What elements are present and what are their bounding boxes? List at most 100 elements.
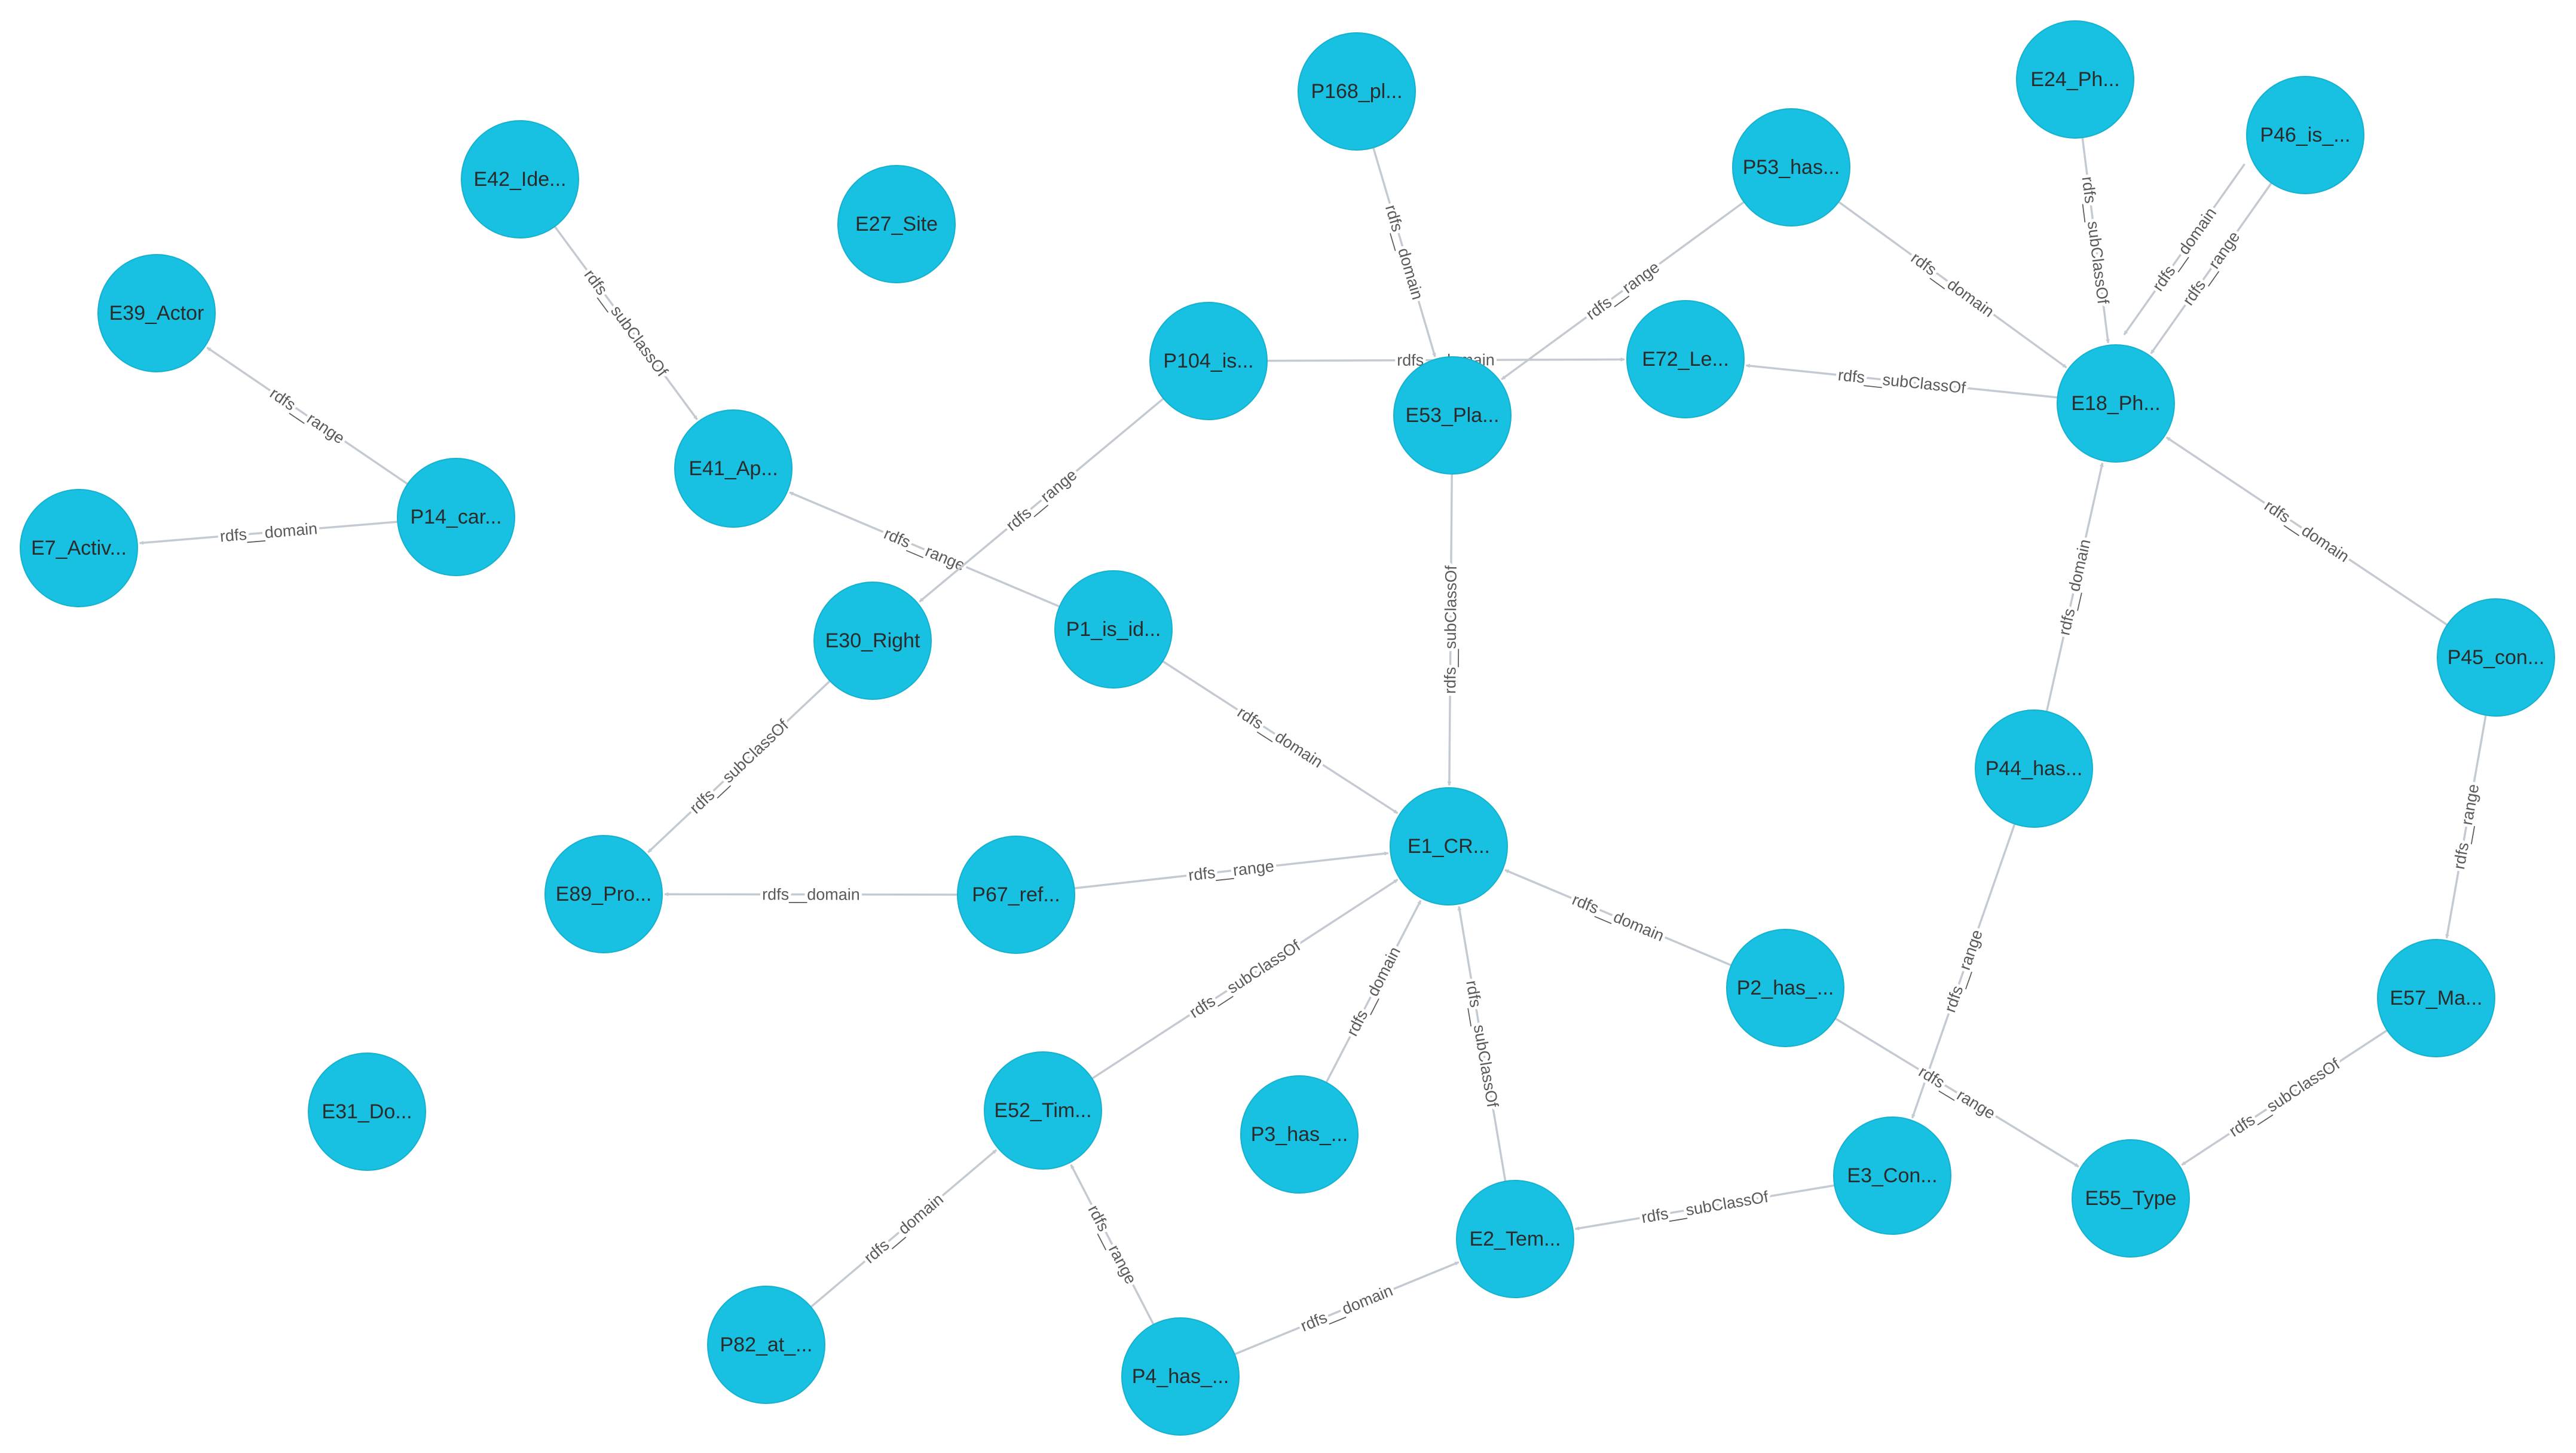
node-circle[interactable] (1240, 1075, 1359, 1194)
node-circle[interactable] (544, 835, 663, 953)
node-circle[interactable] (1149, 302, 1268, 420)
node-circle[interactable] (674, 409, 793, 528)
node-circle[interactable] (1298, 32, 1416, 151)
node-e42[interactable]: E42_Ide... (461, 120, 579, 238)
node-label: E2_Tem... (1469, 1228, 1561, 1250)
node-p45[interactable]: P45_con... (2437, 598, 2555, 717)
node-label: E55_Type (2085, 1187, 2176, 1210)
node-label: E7_Activ... (31, 537, 127, 559)
node-circle[interactable] (2057, 344, 2175, 463)
edge-line (1911, 823, 2016, 1119)
node-p104[interactable]: P104_is... (1149, 302, 1268, 420)
node-circle[interactable] (2072, 1139, 2190, 1258)
node-e18[interactable]: E18_Ph... (2057, 344, 2175, 463)
node-e72[interactable]: E72_Le... (1626, 300, 1745, 418)
node-p67[interactable]: P67_ref... (957, 836, 1075, 954)
edge-line (1234, 1261, 1460, 1356)
node-circle[interactable] (1732, 108, 1850, 227)
node-circle[interactable] (813, 582, 932, 700)
node-e39[interactable]: E39_Actor (97, 254, 216, 372)
edge-label: rdfs__domain (861, 1190, 947, 1267)
edge-line (647, 680, 831, 854)
node-e55[interactable]: E55_Type (2072, 1139, 2190, 1258)
node-circle[interactable] (97, 254, 216, 372)
edge-label-halo: rdfs__subClassOf (1441, 565, 1460, 694)
node-label: E41_Ap... (689, 457, 778, 480)
node-p14[interactable]: P14_car... (397, 458, 515, 576)
edge-line (1070, 1164, 1155, 1325)
node-e41[interactable]: E41_Ap... (674, 409, 793, 528)
node-circle[interactable] (837, 165, 956, 283)
node-circle[interactable] (1393, 356, 1512, 475)
node-p53[interactable]: P53_has... (1732, 108, 1850, 227)
node-p3[interactable]: P3_has_... (1240, 1075, 1359, 1194)
node-circle[interactable] (1833, 1116, 1951, 1235)
node-e24[interactable]: E24_Ph... (2016, 20, 2134, 139)
node-circle[interactable] (1390, 787, 1508, 906)
edge-line (2445, 715, 2487, 939)
node-p82[interactable]: P82_at_... (707, 1286, 825, 1404)
edge-label: rdfs__range (1188, 857, 1275, 885)
node-p168[interactable]: P168_pl... (1298, 32, 1416, 151)
edge-label: rdfs__subClassOf (686, 716, 792, 817)
edge-line (2165, 436, 2448, 626)
edge-line (664, 892, 958, 897)
node-circle[interactable] (20, 489, 138, 607)
node-e89[interactable]: E89_Pro... (544, 835, 663, 953)
node-circle[interactable] (397, 458, 515, 576)
node-circle[interactable] (1726, 929, 1844, 1047)
node-p44[interactable]: P44_has... (1975, 709, 2093, 828)
node-circle[interactable] (1456, 1180, 1574, 1298)
node-label: P82_at_... (720, 1333, 812, 1356)
edge-label: rdfs__domain (1234, 703, 1326, 771)
edge-line (1504, 868, 1732, 966)
node-p46[interactable]: P46_is_... (2246, 76, 2364, 194)
node-circle[interactable] (1975, 709, 2093, 828)
node-circle[interactable] (2246, 76, 2364, 194)
node-circle[interactable] (1626, 300, 1745, 418)
node-circle[interactable] (1054, 570, 1173, 689)
node-circle[interactable] (1121, 1317, 1240, 1436)
edge-label: rdfs__range (2450, 782, 2482, 870)
node-p2[interactable]: P2_has_... (1726, 929, 1844, 1047)
node-e57[interactable]: E57_Ma... (2377, 939, 2495, 1057)
edge-line (1074, 851, 1389, 889)
node-e31[interactable]: E31_Do... (308, 1053, 426, 1171)
node-label: P46_is_... (2260, 124, 2350, 146)
edge-label: rdfs__domain (762, 885, 860, 903)
node-circle[interactable] (308, 1053, 426, 1171)
node-e2[interactable]: E2_Tem... (1456, 1180, 1574, 1298)
node-label: E72_Le... (1642, 348, 1729, 371)
edge-label: rdfs__domain (1343, 944, 1404, 1039)
edge-line (1501, 201, 1745, 381)
edge-line (1447, 473, 1453, 786)
node-circle[interactable] (461, 120, 579, 238)
node-e52[interactable]: E52_Tim... (984, 1051, 1102, 1170)
node-label: P4_has_... (1132, 1365, 1229, 1388)
edge-label: rdfs__domain (2261, 497, 2352, 566)
node-circle[interactable] (957, 836, 1075, 954)
node-circle[interactable] (2016, 20, 2134, 139)
node-circle[interactable] (984, 1051, 1102, 1170)
node-e7[interactable]: E7_Activ... (20, 489, 138, 607)
node-circle[interactable] (707, 1286, 825, 1404)
node-e3[interactable]: E3_Con... (1833, 1116, 1951, 1235)
node-label: P44_has... (1985, 757, 2083, 780)
edge-label-halo: rdfs__domain (762, 885, 860, 903)
node-p4[interactable]: P4_has_... (1121, 1317, 1240, 1436)
node-e30[interactable]: E30_Right (813, 582, 932, 700)
node-e1[interactable]: E1_CR... (1390, 787, 1508, 906)
node-circle[interactable] (2437, 598, 2555, 717)
node-p1[interactable]: P1_is_id... (1054, 570, 1173, 689)
node-circle[interactable] (2377, 939, 2495, 1057)
edge-line (1372, 147, 1436, 357)
node-e53[interactable]: E53_Pla... (1393, 356, 1512, 475)
node-e27[interactable]: E27_Site (837, 165, 956, 283)
edge-label: rdfs__range (267, 384, 348, 448)
